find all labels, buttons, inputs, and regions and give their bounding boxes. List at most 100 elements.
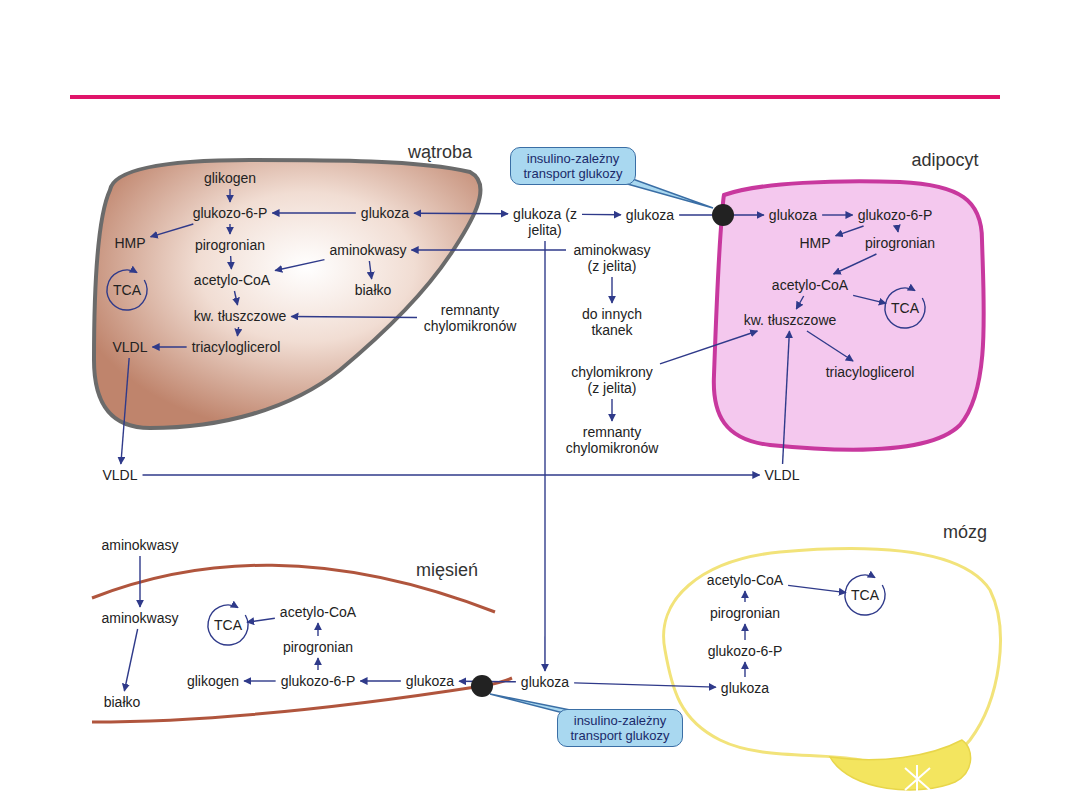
metabolic-arrow [611,277,612,303]
metabolite-label: glukoza [624,207,676,223]
metabolic-arrow [317,623,318,636]
organ-shape [700,140,1000,460]
metabolite-label: pirogronian [193,237,267,253]
metabolic-arrow [412,249,566,250]
callout-text: insulino-zależny transport glukozy [564,713,676,743]
transporter-dot [712,204,734,226]
metabolite-text: remnanty chylomikronów [422,302,518,334]
metabolite-text: glukozo-6-P [858,207,933,223]
brain-outline [664,549,1001,765]
metabolic-arrow [229,224,230,234]
metabolite-text: kw. tłuszczowe [744,312,837,328]
metabolite-label: aminokwasy (z jelita) [569,242,655,274]
metabolic-arrow [744,624,745,640]
metabolite-text: HMP [799,235,830,251]
metabolite-label: glukoza [359,205,411,221]
metabolic-arrow [124,629,137,691]
metabolite-text: VLDL [102,467,137,483]
organ-heading-box: mięsień [416,560,478,580]
cerebellum-lines [905,765,930,793]
metabolite-label: pirogronian [708,605,782,621]
metabolite-text: TCA [214,617,242,633]
metabolite-text: pirogronian [865,235,935,251]
metabolite-label: TCA [849,587,881,603]
metabolite-label: aminokwasy [99,610,180,626]
metabolite-label: glikogen [202,170,258,186]
metabolite-label: remnanty chylomikronów [420,302,520,334]
metabolite-label: VLDL [100,467,139,483]
metabolite-text: TCA [891,300,919,316]
metabolite-text: kw. tłuszczowe [194,308,287,324]
metabolite-label: glikogen [185,673,241,689]
organ-region: acetylo-CoA TCA pirogronian glukozo-6-P gluk… [650,518,1015,803]
metabolite-text: aminokwasy [329,242,406,258]
metabolite-text: aminokwasy [101,610,178,626]
metabolic-arrow [544,241,545,671]
metabolite-text: glukozo-6-P [193,205,268,221]
metabolite-text: triacyloglicerol [826,364,915,380]
metabolic-arrow [244,680,276,681]
metabolite-label: acetylo-CoA [770,277,850,293]
metabolite-text: VLDL [764,467,799,483]
metabolite-label: glukozo-6-P [279,673,358,689]
metabolic-arrow [611,399,612,421]
metabolite-label: aminokwasy [327,242,408,258]
callout-text: insulino-zależny transport glukozy [517,151,629,181]
metabolite-text: TCA [851,587,879,603]
metabolite-label: glukoza [719,680,771,696]
metabolite-label: chylomikrony (z jelita) [567,364,657,396]
metabolite-text: pirogronian [710,605,780,621]
metabolite-text: glukoza [361,205,409,221]
metabolite-text: acetylo-CoA [772,277,848,293]
metabolite-text: białko [104,694,141,710]
metabolite-label: VLDL [110,339,149,355]
metabolite-text: glikogen [187,673,239,689]
metabolite-label: VLDL [762,467,801,483]
metabolic-arrow [822,214,853,215]
metabolite-label: pirogronian [281,639,355,655]
metabolite-label: triacyloglicerol [190,339,283,355]
metabolite-text: remnanty chylomikronów [564,424,660,456]
tca-cycle-loop [208,605,248,645]
metabolite-text: aminokwasy (z jelita) [571,242,653,274]
metabolite-label: białko [353,282,394,298]
metabolite-label: TCA [111,282,143,298]
metabolite-text: glukozo-6-P [708,643,783,659]
metabolite-label: TCA [889,300,921,316]
metabolite-label: glukoza [767,207,819,223]
metabolite-label: acetylo-CoA [192,272,272,288]
transporter-dot [471,675,493,697]
organ-heading: mięsień [416,560,478,580]
metabolite-text: HMP [114,235,145,251]
metabolite-text: acetylo-CoA [707,572,783,588]
metabolite-label: glukoza [404,673,456,689]
organ-region: glikogen glukozo-6-P glukozaHMP pirogronian… [85,135,505,435]
header-rule [70,95,1000,99]
metabolic-arrow [139,556,140,607]
metabolite-text: pirogronian [195,237,265,253]
organ-region: glukoza glukozo-6-P HMP pirogronian acetylo-… [700,140,1000,460]
organ-heading-box: adipocyt [911,150,978,170]
organ-region: aminokwasy białko TCA acetylo-CoA pirogronia… [90,540,515,735]
metabolite-text: glukoza [521,674,569,690]
metabolite-label: do innych tkanek [575,306,649,338]
liver-outline [94,160,480,428]
metabolite-label: acetylo-CoA [278,604,358,620]
metabolite-label: glukozo-6-P [191,205,270,221]
metabolic-arrow [744,662,745,677]
metabolite-label: kw. tłuszczowe [742,312,839,328]
metabolite-label: pirogronian [863,235,937,251]
metabolite-text: glukozo-6-P [281,673,356,689]
metabolic-arrow [153,346,187,347]
metabolite-label: kw. tłuszczowe [192,308,289,324]
metabolite-text: triacyloglicerol [192,339,281,355]
metabolite-text: glukoza [721,680,769,696]
organ-heading: wątroba [408,142,472,162]
metabolic-arrow [582,214,621,216]
organ-heading: adipocyt [911,150,978,170]
metabolite-label: HMP [797,235,832,251]
metabolite-label: białko [102,694,143,710]
metabolic-arrow [360,680,401,681]
muscle-membrane [92,678,512,722]
organ-heading: mózg [943,522,987,542]
